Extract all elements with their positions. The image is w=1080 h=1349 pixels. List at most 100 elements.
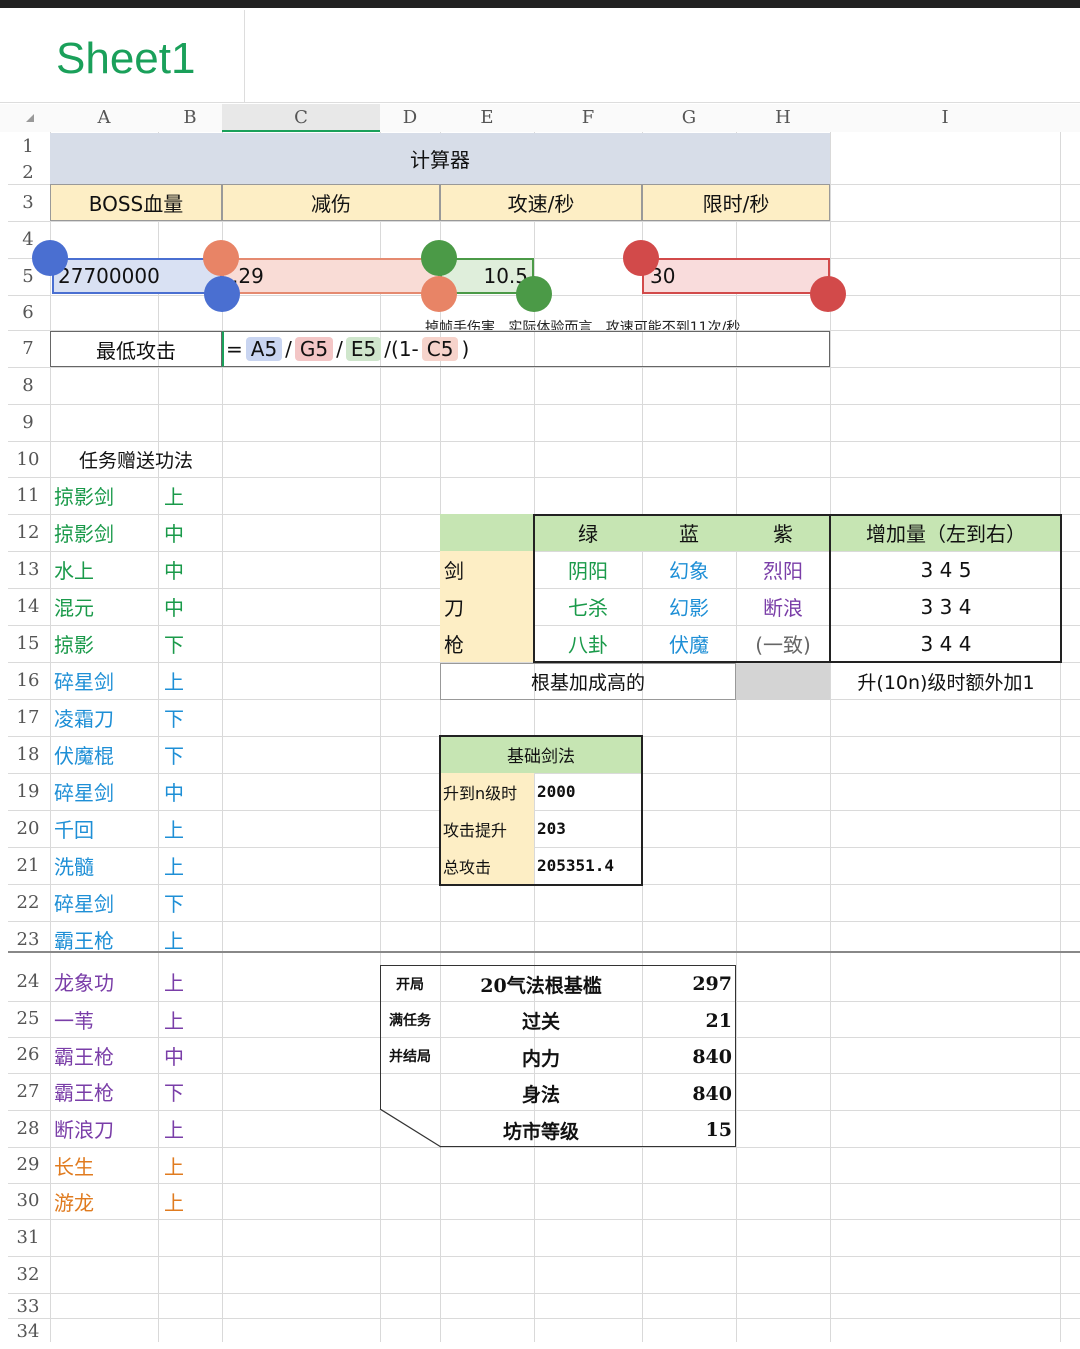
skill-level[interactable]: 上	[164, 1117, 184, 1142]
row-header[interactable]: 26	[16, 1044, 40, 1065]
start-table-value[interactable]: 297	[692, 973, 732, 995]
grade-purple-skill[interactable]: 断浪	[763, 596, 803, 620]
calculator-title[interactable]: 计算器	[50, 133, 830, 184]
time-limit-input[interactable]: 30	[642, 258, 830, 294]
column-header-h[interactable]: H	[775, 107, 791, 128]
row-header[interactable]: 28	[16, 1118, 40, 1139]
skill-level[interactable]: 中	[164, 780, 184, 805]
grade-purple-skill[interactable]: (一致)	[755, 633, 811, 657]
skill-name[interactable]: 掠影	[54, 632, 94, 657]
select-all-corner[interactable]	[26, 114, 34, 122]
row-header[interactable]: 18	[16, 744, 40, 765]
skill-name[interactable]: 掠影剑	[54, 484, 114, 509]
row-header[interactable]: 21	[16, 855, 40, 876]
skill-name[interactable]: 长生	[54, 1154, 94, 1179]
header-reduction[interactable]: 减伤	[222, 184, 440, 221]
grade-weapon[interactable]: 剑	[444, 559, 464, 583]
skill-name[interactable]: 碎星剑	[54, 891, 114, 916]
column-header-e[interactable]: E	[480, 107, 494, 128]
row-header[interactable]: 29	[16, 1154, 40, 1175]
grade-note-gray-cell[interactable]	[736, 663, 830, 700]
grade-blue-skill[interactable]: 幻象	[669, 559, 709, 583]
skill-name[interactable]: 霸王枪	[54, 1044, 114, 1069]
base-sword-value[interactable]: 2000	[537, 782, 576, 801]
row-header[interactable]: 3	[22, 192, 34, 213]
row-header[interactable]: 19	[16, 781, 40, 802]
selection-handle[interactable]	[421, 276, 457, 312]
skill-level[interactable]: 下	[164, 1080, 184, 1105]
row-header[interactable]: 32	[16, 1264, 40, 1285]
skill-name[interactable]: 掠影剑	[54, 521, 114, 546]
skill-name[interactable]: 洗髓	[54, 854, 94, 879]
skill-level[interactable]: 上	[164, 817, 184, 842]
row-header[interactable]: 13	[16, 559, 40, 580]
base-sword-label[interactable]: 总攻击	[443, 857, 492, 877]
base-sword-title[interactable]: 基础剑法	[440, 736, 642, 773]
skill-level[interactable]: 上	[164, 854, 184, 879]
row-header[interactable]: 27	[16, 1081, 40, 1102]
start-table-value[interactable]: 840	[692, 1082, 732, 1105]
start-side-label[interactable]: 满任务	[389, 1013, 431, 1029]
skill-level[interactable]: 中	[164, 521, 184, 546]
boss-hp-input[interactable]: 27700000	[52, 258, 222, 294]
start-table-value[interactable]: 15	[705, 1119, 732, 1141]
column-header-g[interactable]: G	[681, 107, 697, 128]
selection-handle[interactable]	[810, 276, 846, 312]
start-table-item[interactable]: 过关	[521, 1011, 560, 1033]
row-header[interactable]: 10	[16, 449, 40, 470]
selection-handle[interactable]	[203, 240, 239, 276]
reduction-input[interactable]: .29	[222, 258, 440, 294]
grade-header-purple[interactable]: 紫	[773, 522, 793, 546]
grade-green-skill[interactable]: 七杀	[568, 596, 608, 620]
grade-weapon[interactable]: 枪	[444, 633, 464, 657]
skill-name[interactable]: 游龙	[54, 1190, 94, 1215]
base-sword-value[interactable]: 205351.4	[537, 856, 615, 875]
skill-name[interactable]: 一苇	[54, 1008, 94, 1033]
row-header[interactable]: 24	[16, 971, 40, 992]
row-header[interactable]: 30	[16, 1190, 40, 1211]
row-header[interactable]: 8	[22, 375, 34, 396]
skill-name[interactable]: 水上	[54, 558, 94, 583]
start-table-item[interactable]: 身法	[521, 1084, 560, 1106]
selection-handle[interactable]	[204, 276, 240, 312]
skill-name[interactable]: 断浪刀	[54, 1117, 114, 1142]
row-header[interactable]: 16	[16, 670, 40, 691]
row-header[interactable]: 12	[16, 522, 40, 543]
row-header[interactable]: 25	[16, 1008, 40, 1029]
min-attack-label[interactable]: 最低攻击	[50, 331, 222, 367]
skill-name[interactable]: 碎星剑	[54, 669, 114, 694]
skill-level[interactable]: 上	[164, 484, 184, 509]
header-speed[interactable]: 攻速/秒	[440, 184, 642, 221]
skill-level[interactable]: 下	[164, 706, 184, 731]
skill-level[interactable]: 下	[164, 891, 184, 916]
row-header[interactable]: 15	[16, 633, 40, 654]
start-table-value[interactable]: 840	[692, 1046, 732, 1068]
skill-level[interactable]: 中	[164, 595, 184, 620]
formula-cell[interactable]: = A5 / G5 / E5 /(1- C5 )	[222, 331, 830, 367]
grade-note-right[interactable]: 升(10n)级时额外加1	[857, 672, 1035, 694]
skill-name[interactable]: 凌霜刀	[54, 706, 114, 731]
base-sword-label[interactable]: 攻击提升	[443, 820, 508, 840]
skill-name[interactable]: 伏魔棍	[54, 743, 114, 768]
row-header[interactable]: 33	[16, 1296, 40, 1317]
start-side-label[interactable]: 开局	[396, 977, 424, 993]
skill-level[interactable]: 上	[164, 928, 184, 953]
start-table-item[interactable]: 20气法根基槛	[480, 974, 602, 997]
skill-name[interactable]: 霸王枪	[54, 928, 114, 953]
column-header-b[interactable]: B	[183, 107, 197, 128]
row-header[interactable]: 31	[16, 1227, 40, 1248]
grade-increase[interactable]: 3 3 4	[920, 594, 972, 619]
skill-level[interactable]: 上	[164, 1008, 184, 1033]
column-header-c[interactable]: C	[222, 104, 380, 132]
skill-name[interactable]: 混元	[54, 595, 94, 620]
skill-name[interactable]: 霸王枪	[54, 1080, 114, 1105]
grade-note-left[interactable]: 根基加成高的	[440, 663, 736, 700]
skill-level[interactable]: 上	[164, 669, 184, 694]
start-table-value[interactable]: 21	[705, 1009, 732, 1032]
skills-header[interactable]: 任务赠送功法	[78, 449, 193, 472]
row-header[interactable]: 2	[22, 162, 34, 183]
selection-handle[interactable]	[516, 276, 552, 312]
grade-increase[interactable]: 3 4 5	[920, 557, 972, 582]
row-header[interactable]: 11	[16, 485, 40, 506]
row-header[interactable]: 1	[22, 136, 34, 157]
